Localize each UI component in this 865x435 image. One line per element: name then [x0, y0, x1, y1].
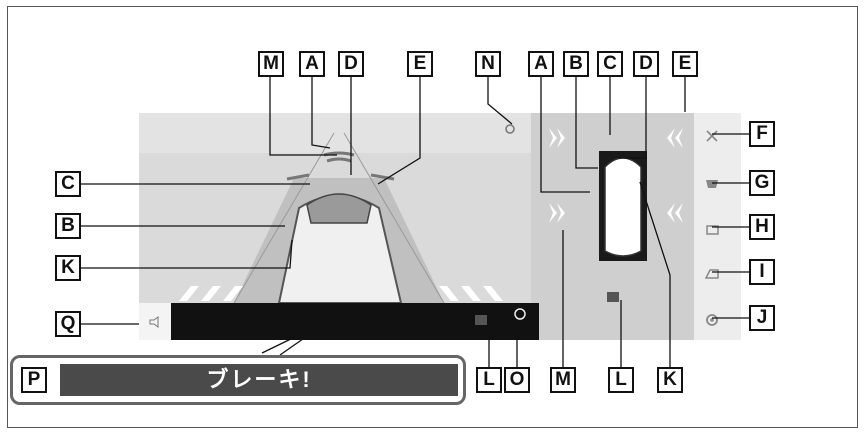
label-C-left: C	[55, 171, 81, 197]
label-L-bottom: L	[476, 367, 502, 393]
label-O-bottom: O	[504, 367, 530, 393]
display-toggle-icon[interactable]	[698, 260, 726, 288]
label-B-left: B	[55, 213, 81, 239]
label-K-bottom: K	[657, 367, 683, 393]
label-A-top-right: A	[528, 51, 554, 77]
display-screen	[139, 113, 741, 340]
label-J-right: J	[749, 305, 775, 331]
label-N-top: N	[475, 51, 501, 77]
label-E-top: E	[407, 51, 433, 77]
label-C-top: C	[597, 51, 623, 77]
settings-gear-icon[interactable]	[698, 306, 726, 334]
label-D-top: D	[338, 51, 364, 77]
label-D-top-right: D	[633, 51, 659, 77]
label-M-top: M	[258, 51, 284, 77]
sensor-view-icon[interactable]	[698, 216, 726, 244]
label-B-top: B	[563, 51, 589, 77]
camera-view-icon[interactable]	[698, 170, 726, 198]
label-F-right: F	[749, 121, 775, 147]
brake-message: ブレーキ!	[60, 364, 458, 396]
speaker-icon[interactable]	[148, 315, 166, 329]
close-icon[interactable]	[698, 122, 726, 150]
label-H-right: H	[749, 214, 775, 240]
label-G-right: G	[749, 170, 775, 196]
label-A-top: A	[299, 51, 325, 77]
label-E-top-right: E	[672, 51, 698, 77]
label-I-right: I	[749, 259, 775, 285]
label-P-left: P	[21, 367, 47, 393]
label-M-bottom: M	[550, 367, 576, 393]
label-K-left: K	[55, 255, 81, 281]
label-L-bottom-right: L	[608, 367, 634, 393]
label-Q-left: Q	[55, 311, 81, 337]
